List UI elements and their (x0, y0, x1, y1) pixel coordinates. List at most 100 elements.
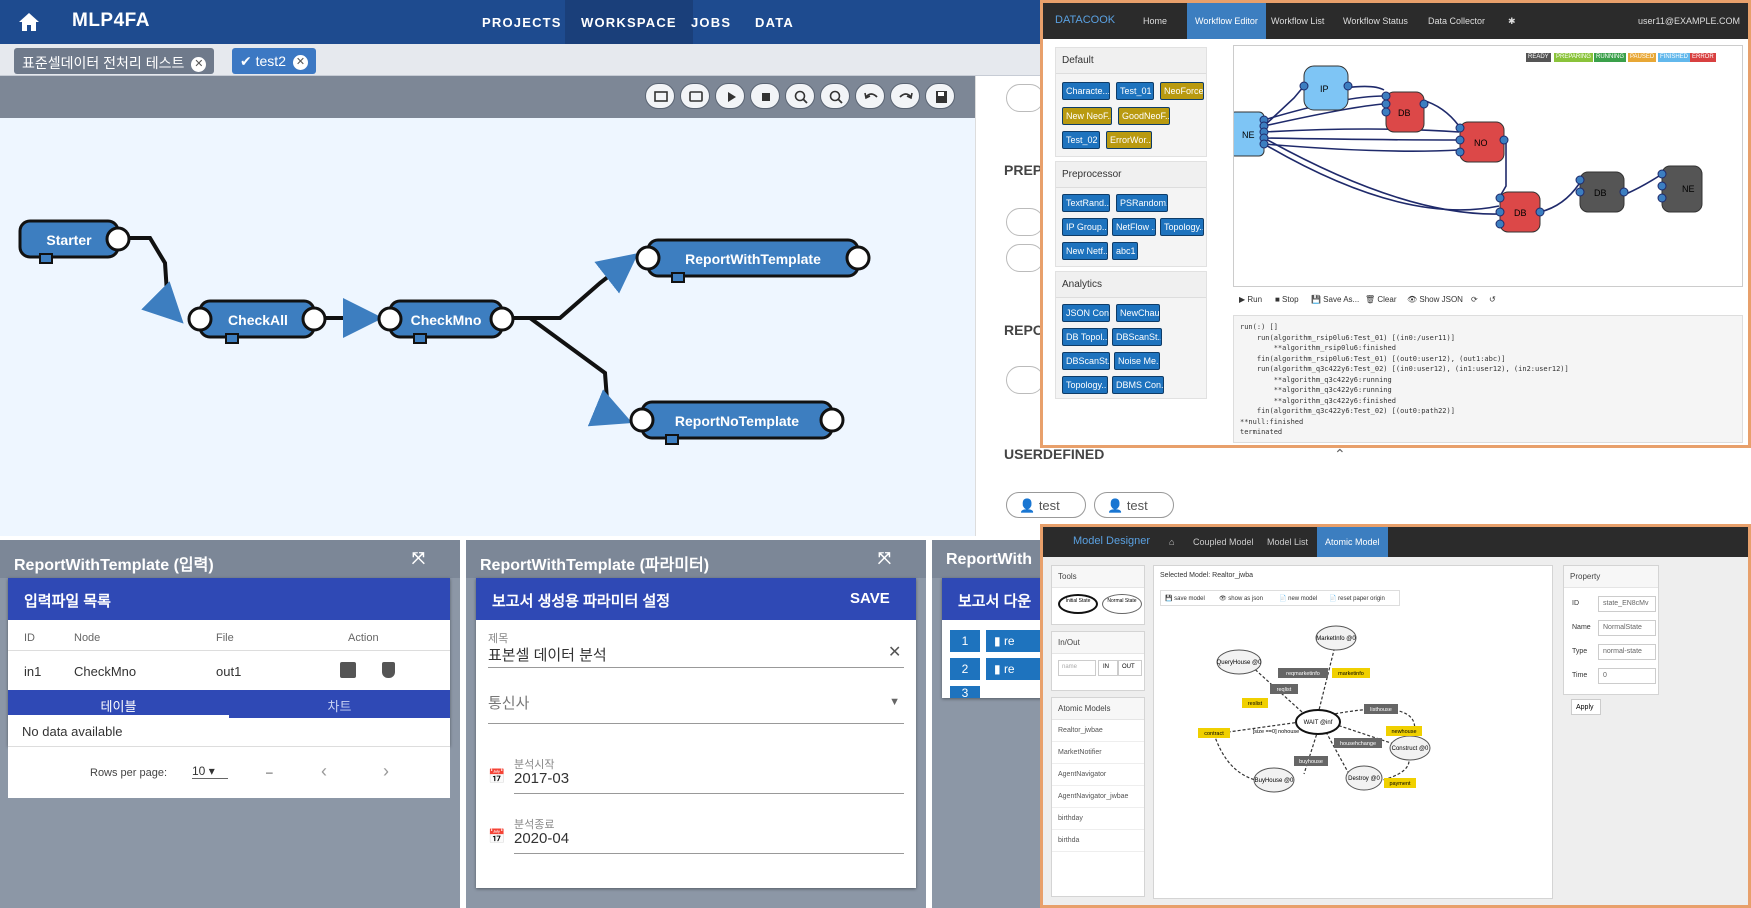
reset-origin-button[interactable]: 📄 reset paper origin (1329, 596, 1385, 602)
in-button[interactable]: IN (1098, 660, 1118, 676)
end-field[interactable]: 2020-04 (514, 830, 904, 854)
screen-icon[interactable] (680, 83, 710, 109)
state-destroy[interactable]: Destroy @0 (1345, 765, 1383, 791)
close-icon[interactable]: ✕ (292, 55, 308, 70)
collapse-icon[interactable]: ⤧ (412, 550, 425, 567)
node-checkmno[interactable]: CheckMno (377, 299, 515, 344)
algo-item[interactable]: Topology... (1160, 218, 1204, 236)
nav-workflow-status[interactable]: Workflow Status (1343, 16, 1408, 26)
user-email[interactable]: user11@EXAMPLE.COM (1638, 16, 1741, 26)
report-button[interactable]: ▮ re (986, 658, 1056, 680)
algo-item[interactable]: DB Topol... (1062, 328, 1108, 346)
graph-node-ne[interactable]: NE (1229, 111, 1265, 157)
reset-icon[interactable]: ↺ (1489, 295, 1496, 304)
graph-node-db3[interactable]: DB (1579, 171, 1625, 213)
nav-data[interactable]: DATA (755, 15, 794, 30)
chevron-left-icon[interactable]: ‹ (321, 761, 327, 781)
model-list-item[interactable]: birthday (1052, 808, 1144, 830)
chart-node-button[interactable] (1006, 84, 1044, 112)
calendar-icon[interactable]: 📅 (488, 768, 506, 784)
clear-icon[interactable]: ✕ (888, 644, 902, 661)
algo-item[interactable]: NetFlow ... (1112, 218, 1156, 236)
settings-icon[interactable]: ✱ (1508, 16, 1516, 26)
algo-item[interactable]: TextRand... (1062, 194, 1110, 212)
run-button[interactable]: ▶ Run (1239, 295, 1263, 304)
wrench-icon[interactable] (1006, 244, 1044, 272)
zoom-in-icon[interactable] (785, 83, 815, 109)
algo-item[interactable]: JSON Con... (1062, 304, 1110, 322)
chart-icon[interactable] (340, 662, 356, 678)
nav-atomic-model[interactable]: Atomic Model (1317, 527, 1388, 557)
algo-item[interactable]: DBScanSt... (1112, 328, 1162, 346)
state-construct[interactable]: Construct @0 (1389, 735, 1431, 761)
model-list-item[interactable]: AgentNavigator (1052, 764, 1144, 786)
undo-icon[interactable] (855, 83, 885, 109)
prop-type-field[interactable]: normal-state (1598, 644, 1656, 660)
chevron-up-icon[interactable]: ⌃ (1334, 446, 1346, 462)
algo-item[interactable]: PSRandom... (1116, 194, 1168, 212)
workflow-canvas[interactable]: Starter CheckAll CheckMno (0, 118, 975, 536)
out-button[interactable]: OUT (1118, 660, 1142, 676)
nav-home[interactable]: Home (1143, 16, 1168, 26)
save-button[interactable]: SAVE (850, 590, 890, 607)
node-starter[interactable]: Starter (18, 219, 131, 264)
tab-preprocess-test[interactable]: 표준셀데이터 전처리 테스트✕ (14, 48, 215, 74)
wrench-icon[interactable] (1006, 208, 1044, 236)
algo-item[interactable]: Noise Me... (1114, 352, 1160, 370)
nav-jobs[interactable]: JOBS (691, 15, 732, 30)
home-icon[interactable] (18, 12, 40, 32)
subtab-chart[interactable]: 차트 (327, 699, 352, 714)
stop-button[interactable]: ■ Stop (1275, 295, 1299, 304)
monitor-icon[interactable] (645, 83, 675, 109)
graph-node-no[interactable]: NO (1459, 121, 1505, 163)
node-report-with-template[interactable]: ReportWithTemplate (635, 238, 871, 283)
state-buyhouse[interactable]: BuyHouse @0 (1253, 767, 1295, 793)
nav-coupled-model[interactable]: Coupled Model (1193, 537, 1254, 547)
algo-item[interactable]: NeoForce... (1160, 82, 1204, 100)
stop-icon[interactable] (750, 83, 780, 109)
new-model-button[interactable]: 📄 new model (1279, 596, 1318, 602)
save-as-button[interactable]: 💾 Save As... (1311, 295, 1360, 304)
refresh-icon[interactable]: ⟳ (1471, 295, 1478, 304)
apply-button[interactable]: Apply (1571, 699, 1601, 715)
algo-item[interactable]: Test_02 (1062, 131, 1100, 149)
close-icon[interactable]: ✕ (191, 57, 207, 72)
report-button[interactable]: ▮ re (986, 630, 1056, 652)
collapse-icon[interactable]: ⤧ (878, 550, 891, 567)
graph-node-db1[interactable]: DB (1385, 91, 1425, 133)
model-list-item[interactable]: Realtor_jwbae (1052, 720, 1144, 742)
zoom-out-icon[interactable] (820, 83, 850, 109)
algo-item[interactable]: Characte... (1062, 82, 1110, 100)
port-name-input[interactable]: name (1058, 660, 1096, 676)
nav-data-collector[interactable]: Data Collector (1428, 16, 1486, 26)
algo-item[interactable]: DBMS Con... (1112, 376, 1164, 394)
title-field[interactable]: 표본셀 데이터 분석 (488, 644, 904, 668)
play-icon[interactable] (715, 83, 745, 109)
model-list-item[interactable]: AgentNavigator_jwbae (1052, 786, 1144, 808)
home-icon[interactable]: ⌂ (1169, 537, 1175, 547)
show-json-button[interactable]: 👁 show as json (1219, 596, 1263, 602)
algo-item[interactable]: ErrorWor... (1106, 131, 1152, 149)
model-list-item[interactable]: MarketNotifier (1052, 742, 1144, 764)
redo-icon[interactable] (890, 83, 920, 109)
save-icon[interactable] (925, 83, 955, 109)
algo-item[interactable]: GoodNeoF... (1118, 107, 1170, 125)
rows-per-page-select[interactable]: 10 ▾ (192, 764, 228, 779)
user-chip[interactable]: 👤 test (1094, 492, 1174, 518)
algo-item[interactable]: Topology... (1062, 376, 1108, 394)
graph-node-ip[interactable]: IP (1303, 65, 1349, 111)
prop-time-field[interactable]: 0 (1598, 668, 1656, 684)
algo-item[interactable]: NewChau (1116, 304, 1160, 322)
nav-workspace[interactable]: WORKSPACE (565, 0, 693, 44)
algo-item[interactable]: IP Group... (1062, 218, 1108, 236)
nav-workflow-editor[interactable]: Workflow Editor (1187, 3, 1266, 39)
initial-state-tool[interactable]: Initial State (1058, 594, 1098, 614)
save-model-button[interactable]: 💾 save model (1165, 596, 1205, 602)
download-icon[interactable] (382, 662, 395, 678)
state-marketinfo[interactable]: MarketInfo @0 (1315, 625, 1357, 651)
nav-projects[interactable]: PROJECTS (482, 15, 562, 30)
subtab-table[interactable]: 테이블 (8, 690, 229, 718)
carrier-select[interactable]: 통신사▼ (488, 692, 904, 724)
state-queryhouse[interactable]: QueryHouse @0 (1216, 649, 1262, 675)
start-field[interactable]: 2017-03 (514, 770, 904, 794)
